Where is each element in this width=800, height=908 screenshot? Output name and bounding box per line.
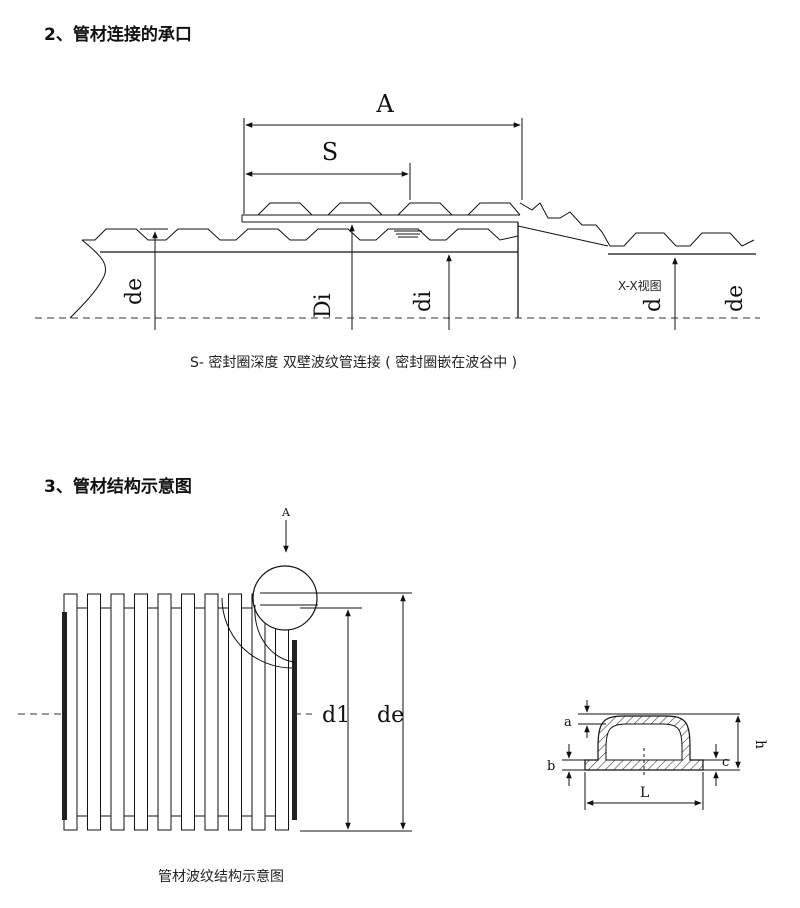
inner-pipe-corrugation (82, 228, 519, 241)
section2-caption: S- 密封圈深度 双壁波纹管连接 ( 密封圈嵌在波谷中 ) (190, 355, 518, 371)
label-de-right: de (723, 285, 748, 312)
section2-heading: 2、管材连接的承口 (44, 25, 192, 45)
label-d1: d1 (322, 703, 350, 728)
rib (157, 593, 172, 831)
rib (204, 593, 219, 831)
rib-valley (123, 607, 135, 817)
label-de-left: de (122, 278, 147, 305)
label-L: L (640, 785, 649, 801)
right-wall (292, 640, 297, 820)
transition-inner (517, 225, 609, 247)
rib-valley (264, 607, 276, 817)
right-pipe-corrugation (601, 231, 755, 247)
detail-arc (254, 604, 296, 663)
socket-corrugation (242, 202, 521, 216)
rib (87, 593, 101, 831)
socket-inner-wall (241, 214, 520, 222)
rib (228, 593, 242, 831)
rib (251, 593, 266, 831)
label-S: S (322, 138, 338, 166)
label-b: b (547, 759, 555, 774)
rib (134, 593, 148, 831)
rib (110, 593, 125, 831)
label-h: h (752, 740, 768, 749)
label-Di: Di (311, 293, 336, 318)
left-wall (62, 612, 67, 820)
section3-heading: 3、管材结构示意图 (44, 477, 192, 497)
pipe-structure-diagram: A d1 de a b (18, 506, 768, 832)
rib-valley (76, 607, 88, 817)
socket-connection-diagram: A S de Di di X-X视图 d de (35, 90, 760, 330)
label-xx-view: X-X视图 (618, 278, 662, 293)
rib-valley (100, 607, 112, 817)
rib-valley (147, 607, 159, 817)
label-A-small: A (281, 506, 291, 519)
label-A: A (375, 90, 394, 118)
section3-caption: 管材波纹结构示意图 (158, 869, 284, 885)
rib-valley (217, 607, 229, 817)
detail-circle (252, 565, 318, 631)
pipe-left-end (69, 239, 107, 319)
rib-valley (194, 607, 206, 817)
corrugation-profile-detail: a b c h L (547, 700, 768, 810)
rib-valley (241, 607, 253, 817)
label-a: a (564, 715, 572, 730)
transition-outer (519, 202, 603, 233)
label-di: di (411, 291, 436, 312)
label-c: c (722, 755, 729, 770)
label-de: de (377, 703, 404, 728)
rib (181, 593, 195, 831)
corrugation-ribs (63, 593, 289, 831)
rib-valley (170, 607, 182, 817)
label-d-right: d (641, 298, 666, 312)
seal-ring (394, 230, 422, 238)
